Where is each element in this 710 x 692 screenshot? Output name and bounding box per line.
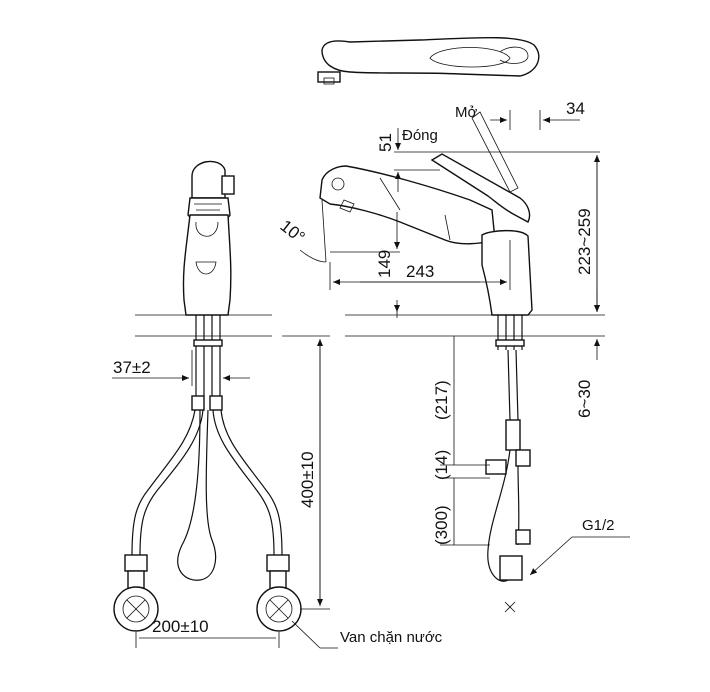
shank-spacing-value: 37±2: [113, 358, 151, 377]
dim-total-height: 223~259: [575, 155, 600, 312]
hose-14-value: (14): [432, 450, 451, 480]
close-label: Đóng: [402, 127, 438, 144]
dim-shank-spacing: 37±2: [112, 350, 250, 386]
hose-length-value: 400±10: [298, 451, 317, 508]
label-thread: G1/2: [529, 517, 630, 576]
shutoff-valve-label: Van chặn nước: [340, 629, 443, 646]
valve-spacing-value: 200±10: [152, 617, 209, 636]
handle-offset-value: 34: [566, 99, 585, 118]
top-view-handle: [317, 36, 540, 85]
total-height-value: 223~259: [575, 208, 594, 275]
tilt-angle-value: 10°: [277, 216, 309, 247]
dim-tilt-angle: 10°: [277, 199, 327, 263]
dim-spout-reach: 243: [329, 240, 511, 290]
deck-thickness-value: 6~30: [575, 380, 594, 418]
side-view-faucet: [319, 111, 605, 613]
dim-hose-segments: (217) (14) (300): [432, 336, 490, 546]
hose-217-value: (217): [432, 380, 451, 420]
spout-height-value: 149: [375, 250, 394, 278]
dim-deck-thickness: 6~30: [575, 290, 600, 418]
dim-handle-offset: 34: [490, 99, 585, 130]
dim-valve-spacing: 200±10: [135, 617, 280, 648]
thread-label: G1/2: [582, 517, 615, 534]
hose-300-value: (300): [432, 505, 451, 545]
dim-spout-height: 149: [330, 212, 400, 318]
dim-hose-length: 400±10: [282, 335, 330, 610]
dim-handle-height: 51: [376, 128, 600, 192]
open-label: Mở: [455, 104, 477, 121]
spout-reach-value: 243: [406, 262, 434, 281]
label-open-close: Mở Đóng: [402, 104, 477, 144]
label-shutoff-valve: Van chặn nước: [291, 620, 443, 649]
front-view-faucet: [113, 160, 302, 632]
handle-height-value: 51: [376, 133, 395, 152]
